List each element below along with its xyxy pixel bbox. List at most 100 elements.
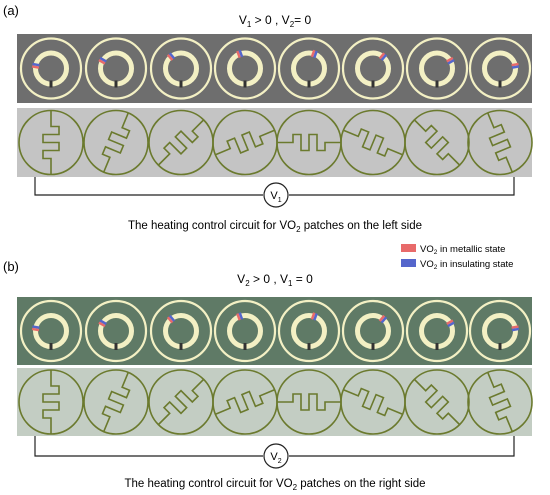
outer-ring bbox=[19, 37, 83, 100]
ring-gap bbox=[435, 343, 439, 350]
panel-b-label: (b) bbox=[3, 259, 19, 274]
ring-gap bbox=[179, 80, 183, 88]
legend-swatch-insulating bbox=[401, 259, 416, 267]
panel-a-heater-cell bbox=[83, 109, 149, 176]
panel-b-unit-cell bbox=[405, 299, 469, 363]
panel-b-unit-cell bbox=[84, 299, 148, 363]
ring-gap bbox=[179, 343, 183, 350]
vo2-patch bbox=[378, 314, 388, 324]
vo2-patch bbox=[511, 325, 520, 332]
meander-heater bbox=[487, 372, 513, 432]
heater-ring bbox=[404, 109, 470, 176]
ring-gap bbox=[49, 80, 53, 88]
legend-swatch-metallic bbox=[401, 244, 416, 252]
heater-ring bbox=[467, 369, 533, 435]
meander-heater bbox=[157, 378, 205, 426]
panel-b-unit-cell bbox=[213, 299, 277, 363]
heater-ring bbox=[467, 109, 533, 176]
meander-heater bbox=[343, 387, 403, 417]
legend-label-metallic: VO2 in metallic state bbox=[420, 244, 505, 256]
vo2-patch bbox=[310, 49, 318, 59]
panel-a-heater-cell bbox=[404, 109, 470, 176]
panel-b-unit-cell bbox=[468, 299, 532, 363]
vo2-patch bbox=[98, 56, 107, 65]
panel-b-unit-cell bbox=[149, 299, 213, 363]
panel-b-unit-cell bbox=[341, 299, 405, 363]
heater-ring bbox=[404, 369, 470, 435]
ring-gap bbox=[371, 80, 375, 88]
panel-a-heater-strip bbox=[17, 108, 532, 177]
legend-label-insulating: VO2 in insulating state bbox=[420, 259, 513, 271]
panel-b-unit-cell bbox=[277, 299, 341, 363]
outer-ring bbox=[149, 37, 213, 100]
panel-b-voltage-source: V2 bbox=[270, 451, 281, 465]
vo2-patch bbox=[31, 62, 40, 69]
panel-b-heater-array bbox=[18, 369, 533, 435]
panel-a-heater-cell bbox=[467, 109, 533, 176]
meander-heater bbox=[101, 372, 131, 432]
outer-ring bbox=[277, 37, 341, 100]
ring-gap bbox=[49, 343, 53, 350]
panel-a-heater-array bbox=[18, 109, 533, 176]
meander-heater bbox=[487, 112, 513, 173]
panel-a-unit-cell bbox=[149, 37, 213, 100]
vo2-patch bbox=[446, 56, 455, 65]
ring-gap bbox=[114, 343, 118, 350]
outer-ring bbox=[213, 37, 277, 100]
panel-b-heater-cell bbox=[404, 369, 470, 435]
meander-heater bbox=[277, 133, 341, 152]
outer-ring bbox=[405, 299, 469, 363]
panel-b-heater-cell bbox=[467, 369, 533, 435]
ring-gap bbox=[114, 80, 118, 88]
panel-a-control-circuit bbox=[34, 177, 515, 208]
outer-ring bbox=[341, 37, 405, 100]
meander-heater bbox=[413, 119, 461, 166]
outer-ring bbox=[213, 299, 277, 363]
meander-heater bbox=[343, 127, 403, 158]
ring-gap bbox=[498, 80, 502, 88]
ring-gap bbox=[498, 343, 502, 350]
meander-heater bbox=[42, 110, 60, 175]
vo2-patch bbox=[166, 52, 176, 61]
ring-gap bbox=[243, 343, 247, 350]
meander-heater bbox=[101, 112, 131, 173]
vo2-patch bbox=[310, 312, 318, 321]
panel-a-unit-cell bbox=[277, 37, 341, 100]
panel-a-heater-cell bbox=[18, 109, 84, 176]
panel-a-ring-array bbox=[19, 37, 532, 100]
meander-heater bbox=[157, 119, 205, 166]
panel-a-unit-cell bbox=[405, 37, 469, 100]
vo2-patch bbox=[236, 312, 244, 321]
outer-ring bbox=[277, 299, 341, 363]
outer-ring bbox=[468, 37, 532, 100]
ring-gap bbox=[435, 80, 439, 88]
vo2-patch bbox=[166, 314, 176, 324]
ring-gap bbox=[307, 343, 311, 350]
panel-b-heater-cell bbox=[18, 369, 84, 435]
meander-heater bbox=[215, 389, 275, 415]
ring-gap bbox=[371, 343, 375, 350]
outer-ring bbox=[84, 299, 148, 363]
meander-heater bbox=[277, 393, 341, 411]
panel-a-caption: The heating control circuit for VO2 patc… bbox=[128, 220, 422, 234]
meander-heater bbox=[42, 370, 60, 434]
panel-b-ring-array bbox=[19, 299, 532, 363]
panel-b-heater-cell bbox=[83, 369, 149, 435]
panel-b-control-circuit bbox=[34, 436, 515, 469]
heater-ring bbox=[83, 369, 149, 435]
panel-a-label: (a) bbox=[3, 3, 19, 18]
meander-heater bbox=[215, 129, 275, 156]
vo2-patch bbox=[446, 319, 455, 328]
panel-a-unit-cell bbox=[84, 37, 148, 100]
ring-gap bbox=[243, 80, 247, 88]
outer-ring bbox=[19, 299, 83, 363]
vo2-patch bbox=[98, 319, 107, 328]
panel-a-voltage-source: V1 bbox=[270, 190, 281, 204]
panel-a-unit-cell bbox=[19, 37, 83, 100]
vo2-patch bbox=[31, 325, 40, 332]
panel-a-condition: V1 > 0 , V2= 0 bbox=[239, 13, 312, 29]
outer-ring bbox=[149, 299, 213, 363]
vo2-patch bbox=[378, 52, 388, 61]
panel-b-heater-strip bbox=[17, 368, 532, 436]
